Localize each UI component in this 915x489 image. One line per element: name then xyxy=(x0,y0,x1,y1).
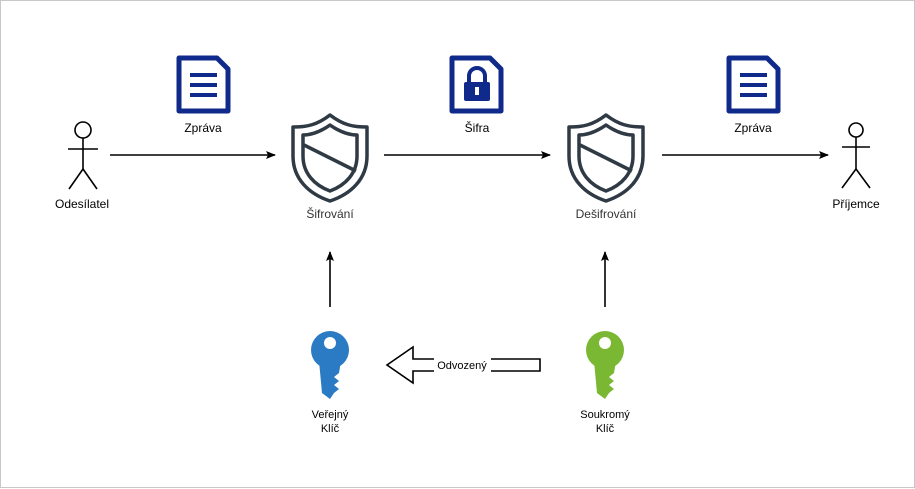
derived-label-bg xyxy=(434,357,491,372)
encryption-shield-icon xyxy=(291,113,369,203)
message-in-document-icon xyxy=(176,55,231,114)
cipher-locked-document-icon xyxy=(449,55,504,114)
private-key-hole xyxy=(599,337,611,349)
public-key-label-line1: Veřejný xyxy=(312,409,349,421)
receiver-actor-icon xyxy=(841,122,871,189)
sender-label: Odesílatel xyxy=(55,197,109,211)
public-key-hole xyxy=(324,337,336,349)
encryption-label: Šifrování xyxy=(306,206,354,221)
public-key-label-line2: Klíč xyxy=(321,423,340,435)
public-key-icon xyxy=(311,331,349,399)
decryption-label: Dešifrování xyxy=(576,207,637,221)
private-key-label-line1: Soukromý xyxy=(580,409,630,421)
decryption-shield-icon xyxy=(567,113,645,203)
private-key-icon xyxy=(586,331,624,399)
message-out-label: Zpráva xyxy=(734,121,772,135)
message-in-label: Zpráva xyxy=(184,121,222,135)
private-key-label-line2: Klíč xyxy=(596,423,615,435)
cipher-label: Šifra xyxy=(465,120,490,135)
receiver-label: Příjemce xyxy=(832,197,880,211)
message-out-document-icon xyxy=(726,55,781,114)
sender-actor-icon xyxy=(68,121,98,190)
derived-label: Odvozený xyxy=(437,360,487,372)
